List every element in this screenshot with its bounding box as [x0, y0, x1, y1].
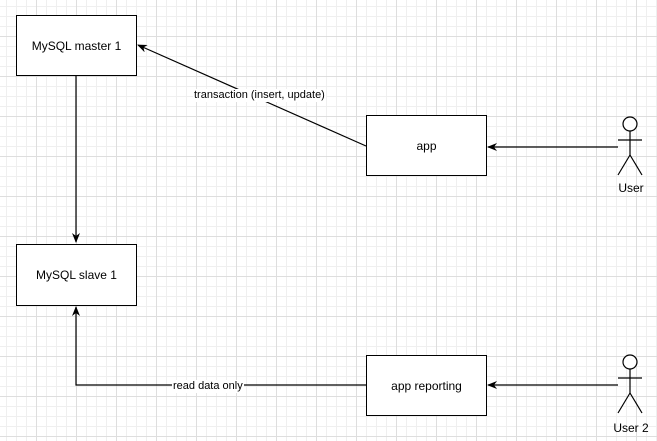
actor-label-user-2: User 2 — [613, 421, 649, 435]
app-reporting-label: app reporting — [391, 378, 462, 393]
mysql-slave-node[interactable]: MySQL slave 1 — [16, 244, 137, 306]
person-icon[interactable] — [617, 116, 643, 176]
actor-label-user: User — [618, 181, 644, 195]
mysql-master-node[interactable]: MySQL master 1 — [16, 15, 137, 76]
person-icon[interactable] — [617, 354, 643, 414]
edge-label-transaction: transaction (insert, update) — [193, 89, 326, 102]
app-node[interactable]: app — [366, 115, 487, 176]
app-reporting-node[interactable]: app reporting — [366, 355, 487, 416]
app-label: app — [416, 138, 437, 153]
edge-label-read-only: read data only — [172, 380, 244, 393]
mysql-slave-label: MySQL slave 1 — [36, 268, 117, 282]
mysql-master-label: MySQL master 1 — [31, 38, 122, 53]
edge-reporting-to-slave[interactable] — [72, 306, 366, 386]
